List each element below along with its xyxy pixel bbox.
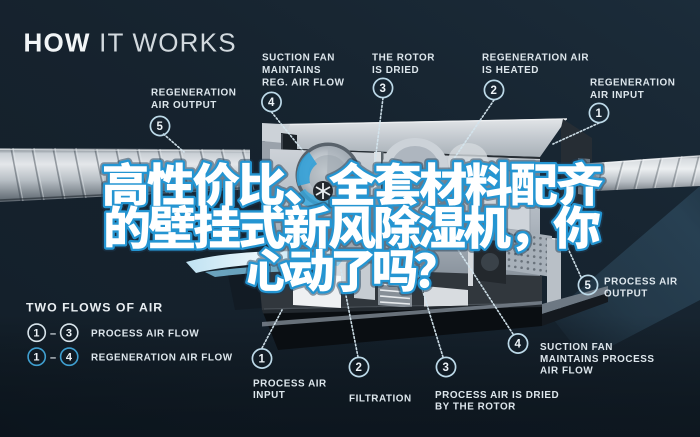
svg-text:MAINTAINS PROCESS: MAINTAINS PROCESS	[540, 354, 655, 365]
svg-text:REG. AIR FLOW: REG. AIR FLOW	[262, 77, 345, 88]
svg-text:TWO FLOWS OF AIR: TWO FLOWS OF AIR	[26, 301, 163, 315]
svg-text:3: 3	[380, 83, 387, 95]
svg-text:MAINTAINS: MAINTAINS	[262, 65, 321, 76]
svg-text:2: 2	[491, 85, 498, 97]
svg-text:5: 5	[585, 280, 592, 292]
svg-text:IS HEATED: IS HEATED	[482, 65, 539, 76]
svg-text:BY THE ROTOR: BY THE ROTOR	[435, 402, 516, 413]
svg-text:HOW IT WORKS: HOW IT WORKS	[24, 28, 237, 58]
svg-text:1: 1	[259, 354, 266, 366]
svg-text:SUCTION FAN: SUCTION FAN	[540, 342, 613, 353]
svg-text:3: 3	[443, 362, 450, 374]
svg-text:SUCTION FAN: SUCTION FAN	[262, 53, 335, 64]
svg-text:REGENERATION AIR: REGENERATION AIR	[482, 53, 589, 64]
svg-text:3: 3	[66, 328, 73, 340]
svg-text:AIR INPUT: AIR INPUT	[590, 90, 644, 101]
svg-text:PROCESS AIR: PROCESS AIR	[253, 379, 327, 390]
svg-text:IS DRIED: IS DRIED	[372, 65, 419, 76]
svg-text:REGENERATION AIR FLOW: REGENERATION AIR FLOW	[91, 353, 233, 364]
svg-text:5: 5	[157, 121, 164, 133]
svg-text:THE ROTOR: THE ROTOR	[372, 53, 435, 64]
svg-text:1: 1	[596, 108, 603, 120]
svg-text:PROCESS AIR IS DRIED: PROCESS AIR IS DRIED	[435, 390, 559, 401]
svg-text:4: 4	[66, 352, 73, 364]
svg-text:PROCESS AIR: PROCESS AIR	[604, 277, 678, 288]
svg-text:INPUT: INPUT	[253, 390, 285, 401]
svg-text:REGENERATION: REGENERATION	[590, 78, 675, 89]
svg-text:OUTPUT: OUTPUT	[604, 289, 648, 300]
svg-text:FILTRATION: FILTRATION	[349, 394, 412, 405]
svg-text:–: –	[50, 352, 57, 364]
svg-text:AIR OUTPUT: AIR OUTPUT	[151, 100, 217, 111]
svg-text:1: 1	[33, 328, 40, 340]
svg-text:REGENERATION: REGENERATION	[151, 88, 236, 99]
svg-text:4: 4	[515, 339, 522, 351]
svg-text:PROCESS AIR FLOW: PROCESS AIR FLOW	[91, 329, 199, 340]
svg-text:1: 1	[33, 352, 40, 364]
svg-text:–: –	[50, 328, 57, 340]
svg-text:AIR FLOW: AIR FLOW	[540, 365, 593, 376]
svg-text:2: 2	[356, 362, 363, 374]
svg-text:4: 4	[268, 97, 275, 109]
